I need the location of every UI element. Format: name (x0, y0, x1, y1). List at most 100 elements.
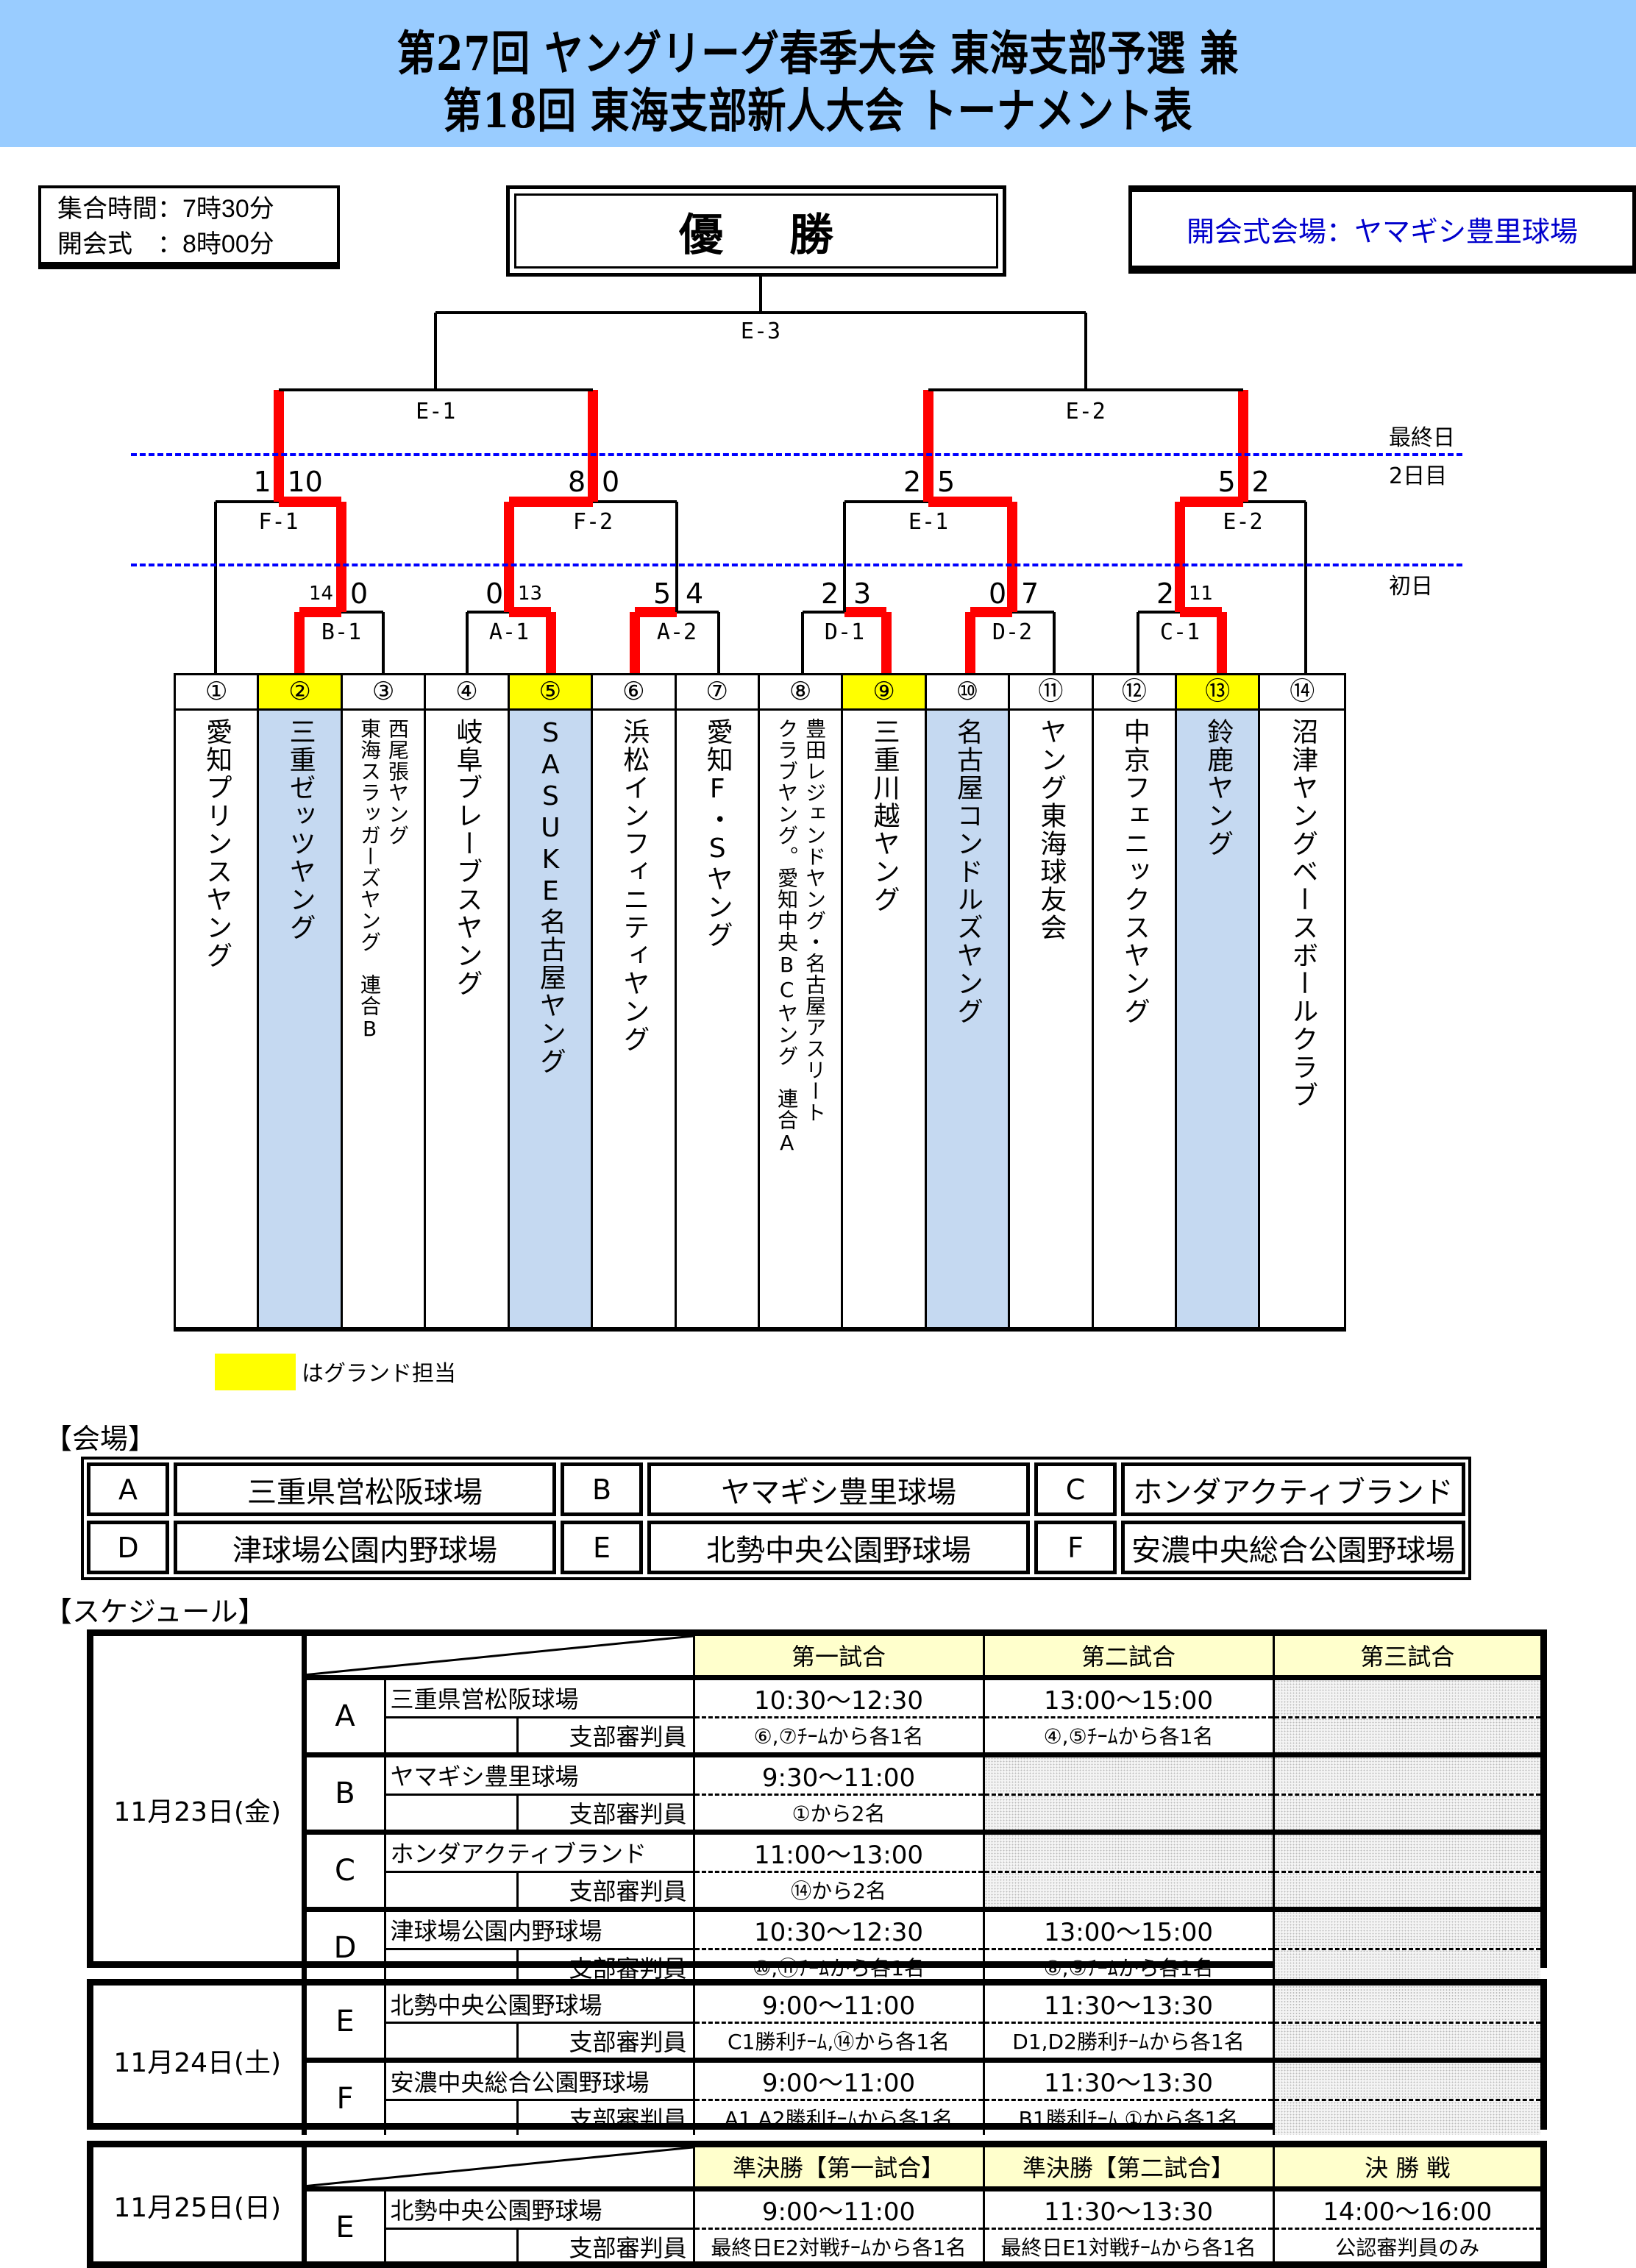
team-number: ⑪ (1010, 675, 1092, 711)
team-name-cell: 浜松インフィニティヤング (593, 711, 674, 1327)
team-number: ⑦ (676, 675, 758, 711)
referee-label: 支部審判員 (516, 1870, 694, 1909)
match-time: 9:00～11:00 (692, 1986, 984, 2023)
match-time: 13:00～15:00 (982, 1677, 1274, 1717)
bracket-line (675, 502, 678, 612)
bracket-line (509, 500, 677, 503)
bracket-line (435, 311, 1086, 314)
team-name-cell: 豊田レジェンドヤング・名古屋アスリートクラブヤング。愛知中央BCヤング 連合A (760, 711, 841, 1327)
bracket-line (1137, 612, 1139, 673)
match-label: F-2 (572, 509, 614, 535)
team-name: 中京フェニックスヤング (1119, 718, 1150, 1025)
venue-name: ホンダアクティブランド (383, 1829, 694, 1873)
venue-name: 北勢中央公園野球場 (647, 1521, 1030, 1574)
referee-label: 支部審判員 (516, 2227, 694, 2264)
team-number: ⑩ (926, 675, 1009, 711)
winner-path (1237, 390, 1248, 502)
empty-slot (1272, 2058, 1540, 2100)
bracket-line (434, 313, 438, 390)
bracket-line (635, 611, 719, 614)
assembly-time: 集合時間：7時30分 (57, 195, 274, 223)
bracket-line (214, 502, 217, 673)
team-number: ⑤ (509, 675, 591, 711)
team-name: ヤング東海球友会 (1036, 718, 1067, 942)
score-right: 7 (1021, 577, 1039, 610)
match-time: 11:00～13:00 (692, 1829, 984, 1871)
match-label: E-2 (1065, 399, 1106, 424)
team-name: 三重ゼッツヤング (285, 718, 316, 942)
empty-slot (982, 1793, 1274, 1832)
venue-name: 安濃中央総合公園野球場 (383, 2058, 694, 2101)
bracket-line (466, 612, 469, 673)
schedule-date: 11月24日(土) (93, 1986, 307, 2135)
referee-assignment: 最終日E2対戦ﾁｰﾑから各1名 (692, 2227, 984, 2264)
empty-slot (1272, 1793, 1540, 1832)
score-right: 4 (686, 577, 704, 610)
referee-assignment: ⑧,⑨ﾁｰﾑから各1名 (982, 1947, 1274, 1984)
score-left: 2 (903, 466, 922, 498)
score-right: 11 (1189, 583, 1214, 605)
day-label-day1: 初日 (1389, 574, 1433, 600)
venue-name: 北勢中央公園野球場 (383, 2189, 694, 2230)
match-time: 14:00～16:00 (1272, 2189, 1540, 2228)
bracket-line (546, 612, 556, 673)
team-name-cell: 岐阜ブレーブスヤング (426, 711, 507, 1327)
referee-assignment: 公認審判員のみ (1272, 2227, 1540, 2264)
match-label: A-1 (488, 619, 530, 645)
team-name-cell: 三重ゼッツヤング (259, 711, 341, 1327)
score-left: 14 (309, 583, 334, 605)
empty-slot (982, 1752, 1274, 1794)
referee-assignment: ⑩,⑪ﾁｰﾑから各1名 (692, 1947, 984, 1984)
day-divider-day1 (131, 564, 1462, 566)
winner-path (928, 497, 1012, 507)
referee-label: 支部審判員 (516, 2099, 694, 2135)
bracket-line (965, 612, 975, 673)
match-label: E-1 (908, 509, 949, 535)
match-slot-header: 第二試合 (982, 1636, 1274, 1680)
winner-path (509, 497, 593, 507)
match-label: F-1 (258, 509, 299, 535)
referee-assignment: ⑥,⑦ﾁｰﾑから各1名 (692, 1716, 984, 1755)
schedule-date: 11月23日(金) (93, 1636, 307, 1984)
empty-slot (1272, 1829, 1540, 1871)
referee-label: 支部審判員 (516, 1793, 694, 1832)
venue-heading: 【会場】 (44, 1423, 157, 1455)
bracket-line (1175, 502, 1185, 612)
venue-name: 三重県営松阪球場 (174, 1462, 556, 1516)
winner-path (1180, 607, 1222, 617)
bracket-line (1180, 500, 1306, 503)
team-number: ⑭ (1260, 675, 1344, 711)
team-name: 名古屋コンドルズヤング (953, 718, 983, 1025)
referee-assignment: D1,D2勝利ﾁｰﾑから各1名 (982, 2022, 1274, 2061)
referee-assignment: A1,A2勝利ﾁｰﾑから各1名 (692, 2099, 984, 2135)
bracket-line (1053, 612, 1056, 673)
schedule-date: 11月25日(日) (93, 2147, 307, 2264)
match-label: D-2 (992, 619, 1033, 645)
venue-code: B (561, 1462, 643, 1516)
match-slot-header: 準決勝【第一試合】 (692, 2147, 984, 2191)
champion-label: 優勝 (514, 193, 998, 269)
grand-duty-swatch (215, 1354, 296, 1390)
bracket-line (801, 612, 804, 673)
score-right: 2 (1251, 466, 1270, 498)
team-name-cell: 名古屋コンドルズヤング (926, 711, 1009, 1327)
winner-path (278, 497, 341, 507)
winner-path (635, 607, 677, 617)
venue-code: D (304, 1906, 385, 1984)
venue-name: ホンダアクティブランド (1121, 1462, 1465, 1516)
team-number: ⑬ (1177, 675, 1259, 711)
team-name: 東海スラッガーズヤング 連合B (358, 718, 383, 1042)
spacer (383, 2228, 517, 2264)
venue-code: E (335, 2005, 355, 2038)
venue-code: F (304, 2058, 385, 2135)
empty-slot (1272, 1906, 1540, 1949)
time-info-box: 集合時間：7時30分 開会式 ：8時00分 (38, 185, 340, 269)
